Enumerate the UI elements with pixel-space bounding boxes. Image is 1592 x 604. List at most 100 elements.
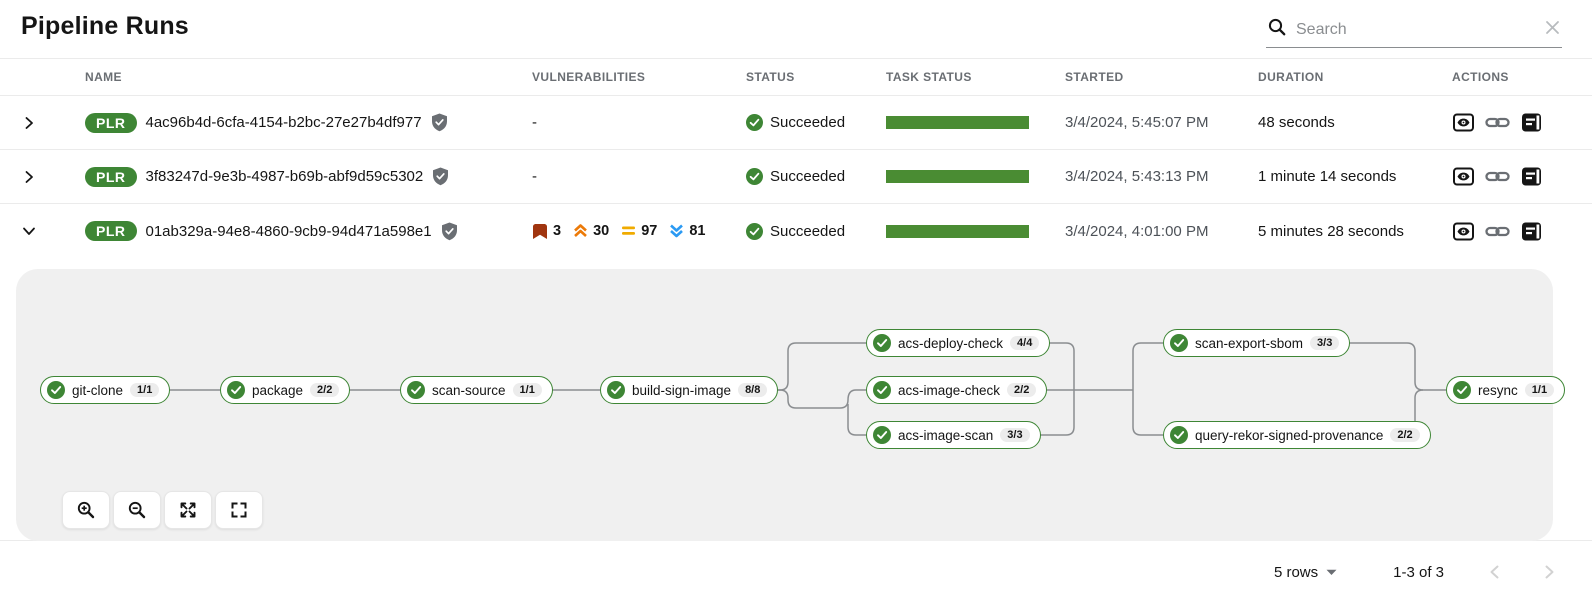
task-status-cell [865,116,1044,129]
status-text: Succeeded [770,114,846,131]
status-text: Succeeded [770,222,846,240]
high-vulnerabilities: 30 [573,223,609,239]
table-footer: 5 rows 1-3 of 3 [0,541,1592,603]
clear-search-icon[interactable] [1545,20,1560,40]
duration-cell: 5 minutes 28 seconds [1258,222,1404,240]
zoom-in-icon [77,501,95,519]
expand-arrows-icon [180,502,196,518]
task-step-count: 2/2 [310,383,340,397]
task-node-git-clone[interactable]: git-clone 1/1 [40,376,171,404]
previous-page-button[interactable] [1488,564,1500,580]
plr-badge: PLR [85,221,137,241]
table-header: NAME VULNERABILITIES STATUS TASK STATUS … [0,58,1592,96]
eye-icon [1453,222,1474,240]
vulnerabilities-cell: - [532,114,537,131]
pipeline-run-link[interactable]: 3f83247d-9e3b-4987-b69b-abf9d59c5302 [145,168,424,185]
fit-to-screen-button[interactable] [164,491,212,529]
expanded-row-detail: git-clone 1/1 package 2/2 scan-source 1/… [0,258,1592,541]
zoom-in-button[interactable] [62,491,110,529]
task-step-count: 2/2 [1390,428,1420,442]
rows-per-page-dropdown[interactable]: 5 rows [1274,564,1337,581]
search-box[interactable] [1266,14,1562,48]
task-node-scan-export-sbom[interactable]: scan-export-sbom 3/3 [1163,329,1351,357]
task-status-bar [886,170,1029,183]
task-node-acs-image-check[interactable]: acs-image-check 2/2 [866,376,1048,404]
pagination-range-label: 1-3 of 3 [1393,563,1444,581]
chevron-left-icon [1490,565,1499,579]
task-success-icon [873,381,891,399]
chevron-right-icon [25,116,33,129]
task-node-build-sign-image[interactable]: build-sign-image 8/8 [600,376,779,404]
signed-shield-icon [441,222,457,240]
task-node-scan-source[interactable]: scan-source 1/1 [400,376,553,404]
task-success-icon [873,334,891,352]
task-node-acs-image-scan[interactable]: acs-image-scan 3/3 [866,421,1041,449]
high-severity-icon [574,224,587,237]
logs-icon [1522,222,1541,240]
actions-cell [1431,165,1592,188]
link-button[interactable] [1485,115,1510,130]
pipeline-run-name-cell: PLR 3f83247d-9e3b-4987-b69b-abf9d59c5302 [64,166,511,187]
low-severity-icon [670,224,684,238]
task-node-query-rekor-signed-provenance[interactable]: query-rekor-signed-provenance 2/2 [1163,421,1431,449]
started-cell: 3/4/2024, 5:43:13 PM [1065,168,1209,185]
medium-vulnerabilities: 97 [621,223,657,239]
task-success-icon [1170,334,1188,352]
pipeline-visualization-panel[interactable]: git-clone 1/1 package 2/2 scan-source 1/… [16,269,1566,541]
task-step-count: 3/3 [1000,428,1030,442]
task-label: query-rekor-signed-provenance [1195,427,1384,443]
next-page-button[interactable] [1544,564,1556,580]
column-header-vulnerabilities: VULNERABILITIES [532,70,646,84]
vulnerabilities-cell: 3 30 97 81 [511,223,725,240]
vulnerabilities-cell: - [532,168,537,185]
link-button[interactable] [1485,224,1510,239]
view-output-button[interactable] [1452,111,1475,134]
task-success-icon [47,381,65,399]
chevron-down-icon [23,227,35,235]
task-node-resync[interactable]: resync 1/1 [1446,376,1566,404]
link-icon [1485,226,1510,236]
task-label: resync [1478,382,1518,398]
search-input[interactable] [1296,20,1545,39]
plr-badge: PLR [85,112,137,133]
pipeline-run-name-cell: PLR 01ab329a-94e8-4860-9cb9-94d471a598e1 [64,221,511,241]
started-cell: 3/4/2024, 5:45:07 PM [1065,114,1209,131]
view-logs-button[interactable] [1520,165,1543,188]
status-cell: Succeeded [725,168,865,185]
task-success-icon [607,381,625,399]
success-check-icon [746,114,763,131]
link-icon [1485,171,1510,182]
task-success-icon [227,381,245,399]
task-node-acs-deploy-check[interactable]: acs-deploy-check 4/4 [866,329,1051,357]
task-step-count: 8/8 [738,383,768,397]
expand-row-button[interactable] [0,116,64,130]
chevron-right-icon [25,170,33,183]
zoom-out-icon [128,501,146,519]
task-label: package [252,382,304,398]
task-status-bar [886,116,1029,129]
page-title: Pipeline Runs [21,12,189,40]
view-logs-button[interactable] [1520,111,1543,134]
pipeline-run-link[interactable]: 01ab329a-94e8-4860-9cb9-94d471a598e1 [145,222,432,240]
status-text: Succeeded [770,168,846,185]
reset-view-button[interactable] [215,491,263,529]
column-header-actions: ACTIONS [1452,70,1509,84]
logs-icon [1522,113,1541,132]
pipeline-run-name-cell: PLR 4ac96b4d-6cfa-4154-b2bc-27e27b4df977 [64,112,511,133]
zoom-out-button[interactable] [113,491,161,529]
link-icon [1485,117,1510,128]
link-button[interactable] [1485,169,1510,184]
view-output-button[interactable] [1452,220,1475,243]
pipeline-run-link[interactable]: 4ac96b4d-6cfa-4154-b2bc-27e27b4df977 [145,114,422,131]
signed-shield-icon [431,113,447,132]
task-status-bar [886,224,1029,238]
view-output-button[interactable] [1452,165,1475,188]
task-node-package[interactable]: package 2/2 [220,376,351,404]
view-logs-button[interactable] [1520,220,1543,243]
expand-row-button[interactable] [0,170,64,184]
task-label: acs-deploy-check [898,335,1004,351]
collapse-row-button[interactable] [0,224,64,238]
task-label: build-sign-image [632,382,732,398]
rows-per-page-label: 5 rows [1273,563,1319,581]
task-label: git-clone [72,382,124,398]
